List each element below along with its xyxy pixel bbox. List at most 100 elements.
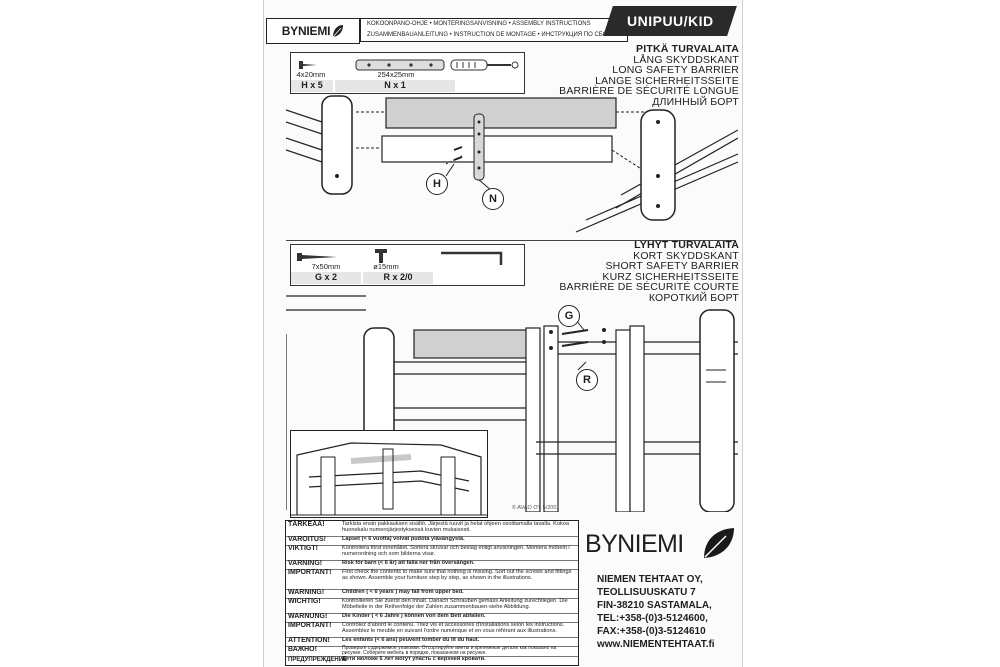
- warning-text: Kontrollera först innehållet. Sortera sk…: [342, 545, 570, 558]
- warning-row: ATTENTION! Les enfants (< 6 ans) peuvent…: [286, 637, 578, 647]
- parts-box-short: 7x50mm ø15mm G x 2 R x 2/0: [290, 244, 525, 286]
- warning-label: IMPORTANT!: [288, 622, 332, 629]
- warning-row: WARNING! Children ( < 6 years ) may fall…: [286, 589, 578, 599]
- copyright-note: © AVAO OY 5/2001: [512, 505, 560, 511]
- part-code-n: N x 1: [335, 80, 455, 92]
- part-caption-h: 4x20mm: [296, 70, 326, 79]
- screwdriver-icon: [450, 59, 519, 71]
- warning-text: Проверьте содержимое упаковки. Отсортиру…: [342, 645, 557, 656]
- warning-label: ATTENTION!: [288, 637, 330, 644]
- warning-label: VARNING!: [288, 560, 323, 567]
- warning-row: IMPORTANT! First check the contents to m…: [286, 569, 578, 590]
- assembled-bed-inset: [290, 430, 488, 518]
- product-tab: UNIPUU/KID: [603, 6, 737, 36]
- callout-h: H: [426, 173, 448, 195]
- warning-label: TÄRKEÄÄ!: [288, 521, 325, 528]
- warning-bold: Lapset (< 6 vuotta) voivat pudota yläsän…: [342, 536, 465, 542]
- warning-bold: Risk för barn (< 6 år) att falla ner frå…: [342, 560, 475, 566]
- part-caption-g: 7x50mm: [311, 262, 341, 271]
- header-languages-line2: ZUSAMMENBAUANLEITUNG • INSTRUCTION DE MO…: [367, 32, 619, 38]
- warning-label: IMPORTANT!: [288, 569, 332, 576]
- address-line: TEL:+358-(0)3-5124600,: [597, 613, 708, 624]
- warning-text: Lapset (< 6 vuotta) voivat pudota yläsän…: [342, 536, 576, 542]
- warning-label: WICHTIG!: [288, 598, 321, 605]
- warning-row: IMPORTANT! Contrôlez d'abord le contenu.…: [286, 622, 578, 638]
- brand-logo-text: BYNIEMI: [585, 530, 684, 558]
- warning-row: WARNUNG! Die Kinder ( < 6 Jahre ) können…: [286, 613, 578, 623]
- warning-table: TÄRKEÄÄ! Tarkista ensin pakkauksen sisäl…: [285, 520, 579, 666]
- warning-label: WARNING!: [288, 589, 325, 596]
- address-line: www.NIEMENTEHTAAT.fi: [597, 639, 715, 650]
- connector-plate-icon: [355, 59, 445, 71]
- callout-g: G: [558, 305, 580, 327]
- warning-bold: Children ( < 6 years ) may fall from upp…: [342, 589, 464, 595]
- callout-n: N: [482, 188, 504, 210]
- title-long-fi: PITKÄ TURVALAITA: [636, 43, 739, 55]
- long-screw-icon: [297, 253, 337, 261]
- title-short-en: SHORT SAFETY BARRIER: [605, 260, 739, 272]
- title-short-ru: КОРОТКИЙ БОРТ: [648, 291, 739, 304]
- warning-bold: Les enfants (< 6 ans) peuvent tomber du …: [342, 637, 480, 643]
- warning-label: VAROITUS!: [288, 536, 326, 543]
- leaf-icon: [704, 528, 734, 558]
- warning-text: Kontrollieren Sie zuerst den Inhalt. Dan…: [342, 598, 568, 611]
- title-short-barrier: LYHYT TURVALAITA KORT SKYDDSKANT SHORT S…: [559, 240, 739, 303]
- warning-text: Contrôlez d'abord le contenu. Triez vis …: [342, 622, 565, 635]
- address-line: FAX:+358-(0)3-5124610: [597, 626, 706, 637]
- title-long-sv: LÅNG SKYDDSKANT: [633, 53, 739, 66]
- title-short-fi: LYHYT TURVALAITA: [634, 239, 739, 251]
- title-short-sv: KORT SKYDDSKANT: [633, 249, 739, 262]
- warning-label: VIKTIGT!: [288, 545, 318, 552]
- title-long-en: LONG SAFETY BARRIER: [612, 64, 739, 76]
- warning-label: ВАЖНО!: [288, 646, 317, 653]
- address-line: FIN-38210 SASTAMALA,: [597, 600, 712, 611]
- screw-icon: [299, 61, 317, 69]
- part-code-h: H x 5: [291, 80, 333, 92]
- part-caption-n: 254x25mm: [377, 70, 415, 79]
- section-divider: [286, 240, 736, 241]
- warning-label: WARNUNG!: [288, 613, 328, 620]
- assembled-bed-drawing: [291, 442, 487, 516]
- header-logo-text: BYNIEMI: [281, 24, 331, 38]
- warning-text: Risk för barn (< 6 år) att falla ner frå…: [342, 560, 576, 566]
- warning-bold: Die Kinder ( < 6 Jahre ) können von dem …: [342, 613, 486, 619]
- brand-logo: BYNIEMI: [585, 530, 684, 559]
- header-languages-line1: KOKOONPANO-OHJE • MONTERINGSANVISNING • …: [367, 21, 591, 27]
- dowel-icon: [375, 249, 387, 263]
- callout-r: R: [576, 369, 598, 391]
- part-code-r: R x 2/0: [363, 272, 433, 284]
- product-tab-label: UNIPUU/KID: [626, 13, 714, 29]
- address-line: TEOLLISUUSKATU 7: [597, 587, 696, 598]
- warning-label: ПРЕДУПРЕЖДЕНИЕ: [288, 657, 348, 663]
- company-address: NIEMEN TEHTAAT OY, TEOLLISUUSKATU 7 FIN-…: [597, 573, 715, 651]
- long-barrier-diagram: [286, 95, 738, 233]
- title-long-fr: BARRIÈRE DE SÉCURITÉ LONGUE: [559, 85, 739, 97]
- allen-key-icon: [441, 251, 503, 265]
- warning-text: Die Kinder ( < 6 Jahre ) können von dem …: [342, 613, 576, 619]
- parts-box-long: 4x20mm 254x25mm H x 5 N x 1: [290, 52, 525, 94]
- warning-row: WICHTIG! Kontrollieren Sie zuerst den In…: [286, 598, 578, 614]
- warning-bold: Дети моложе 6 лет могут упасть с верхней…: [342, 656, 486, 662]
- warning-row: VIKTIGT! Kontrollera först innehållet. S…: [286, 545, 578, 561]
- warning-text: Children ( < 6 years ) may fall from upp…: [342, 589, 576, 595]
- part-code-g: G x 2: [291, 272, 361, 284]
- warning-row: VARNING! Risk för barn (< 6 år) att fall…: [286, 560, 578, 570]
- warning-text: Les enfants (< 6 ans) peuvent tomber du …: [342, 637, 576, 643]
- warning-row: ВАЖНО! Проверьте содержимое упаковки. От…: [286, 646, 578, 657]
- warning-row: VAROITUS! Lapset (< 6 vuotta) voivat pud…: [286, 536, 578, 546]
- warning-text: First check the contents to make sure th…: [342, 569, 572, 582]
- part-caption-r: ø15mm: [373, 262, 399, 271]
- leaf-icon: [332, 25, 344, 38]
- title-short-de: KURZ SICHERHEITSSEITE: [602, 270, 739, 283]
- short-barrier-diagram: [286, 295, 738, 512]
- warning-row: TÄRKEÄÄ! Tarkista ensin pakkauksen sisäl…: [286, 521, 578, 537]
- title-long-barrier: PITKÄ TURVALAITA LÅNG SKYDDSKANT LONG SA…: [559, 44, 739, 107]
- title-long-ru: ДЛИННЫЙ БОРТ: [652, 95, 739, 108]
- warning-row: ПРЕДУПРЕЖДЕНИЕ Дети моложе 6 лет могут у…: [286, 656, 578, 664]
- warning-text: Дети моложе 6 лет могут упасть с верхней…: [342, 656, 576, 662]
- address-line: NIEMEN TEHTAAT OY,: [597, 574, 703, 585]
- title-short-fr: BARRIÈRE DE SÉCURITÉ COURTE: [559, 281, 739, 293]
- title-long-de: LANGE SICHERHEITSSEITE: [595, 74, 739, 87]
- header-languages: KOKOONPANO-OHJE • MONTERINGSANVISNING • …: [360, 18, 628, 42]
- header-logo: BYNIEMI: [266, 18, 360, 44]
